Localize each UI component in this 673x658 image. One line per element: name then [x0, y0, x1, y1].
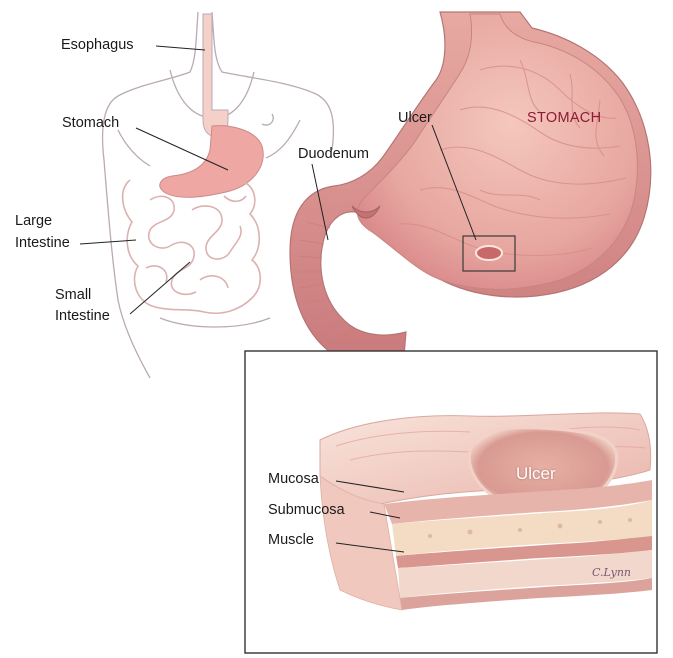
- label-small-intestine-line1: Small: [55, 287, 91, 304]
- label-mucosa: Mucosa: [268, 471, 319, 488]
- torso-outline: [103, 12, 334, 378]
- label-esophagus: Esophagus: [61, 37, 134, 54]
- label-muscle: Muscle: [268, 532, 314, 549]
- esophagus-tube: [203, 14, 228, 136]
- tissue-cross-section: [320, 413, 652, 610]
- label-large-intestine-line2: Intestine: [15, 235, 70, 252]
- label-large-intestine-line1: Large: [15, 213, 52, 230]
- intestines: [123, 180, 261, 313]
- label-stomach-caps: STOMACH: [527, 110, 601, 127]
- label-ulcer-inset: Ulcer: [516, 465, 556, 482]
- artist-signature: C.Lynn: [592, 566, 631, 579]
- label-ulcer: Ulcer: [398, 110, 432, 127]
- small-stomach: [160, 126, 263, 198]
- large-stomach: [290, 12, 651, 364]
- ulcer-spot: [476, 246, 502, 260]
- label-submucosa: Submucosa: [268, 502, 345, 519]
- label-stomach: Stomach: [62, 115, 119, 132]
- label-small-intestine-line2: Intestine: [55, 308, 110, 325]
- label-duodenum: Duodenum: [298, 146, 369, 163]
